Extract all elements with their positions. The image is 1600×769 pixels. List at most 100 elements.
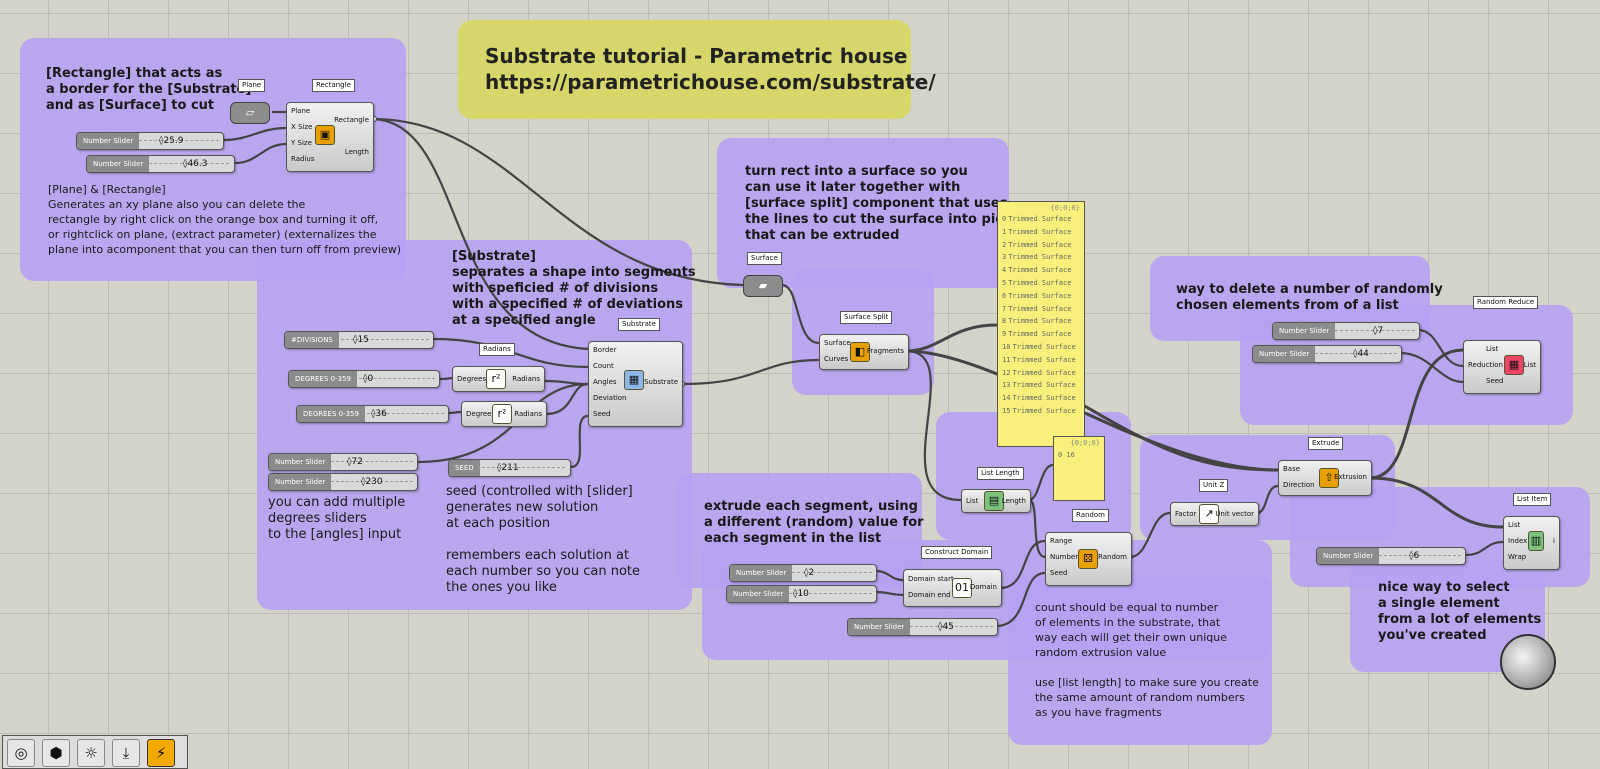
title-line-1: Substrate tutorial - Parametric house (485, 44, 908, 68)
unit-z-component[interactable]: Factor ↗ Unit vector (1170, 502, 1259, 526)
row-index: 3 (1002, 253, 1007, 262)
substrate-input-border[interactable]: Border (593, 346, 617, 354)
slider-degrees-2[interactable]: DEGREES 0-359 ◊36 (296, 405, 449, 423)
length-output[interactable]: Length (1001, 497, 1026, 505)
slider-230[interactable]: Number Slider ◊230 (268, 473, 418, 491)
row-text: Trimmed Surface (1012, 343, 1076, 351)
slider-domain-10[interactable]: Number Slider ◊10 (726, 585, 877, 603)
slider-track (792, 572, 872, 574)
tag-extrude: Extrude (1308, 437, 1344, 450)
random-component[interactable]: Range Number Seed ⚄ Random (1045, 532, 1132, 586)
slider-45[interactable]: Number Slider ◊45 (847, 618, 998, 636)
navigation-wheel-icon[interactable] (1500, 634, 1556, 690)
unitz-input-factor[interactable]: Factor (1175, 510, 1197, 518)
slider-ysize[interactable]: Number Slider ◊46.3 (86, 155, 235, 173)
extrude-output[interactable]: Extrusion (1334, 473, 1367, 481)
substrate-input-seed[interactable]: Seed (593, 410, 611, 418)
listitem-input-index[interactable]: Index (1508, 537, 1528, 545)
extrude-icon: ⇧ (1319, 468, 1339, 488)
slider-track (1315, 353, 1397, 355)
reduce-input-seed[interactable]: Seed (1486, 377, 1504, 385)
row-index: 7 (1002, 304, 1007, 313)
plane-param[interactable]: ▱ (230, 102, 270, 124)
bake-icon[interactable]: ⤓ (112, 739, 140, 767)
surface-split-component[interactable]: Surface Curves ◧ Fragments (819, 334, 909, 370)
slider-index-6[interactable]: Number Slider ◊6 (1316, 547, 1466, 565)
slider-xsize[interactable]: Number Slider ◊25.9 (76, 132, 224, 150)
rect-output-rectangle[interactable]: Rectangle (334, 116, 369, 124)
disc-icon[interactable]: ◎ (7, 739, 35, 767)
row-text: Trimmed Surface (1008, 291, 1072, 300)
reduce-input-list[interactable]: List (1486, 345, 1499, 353)
radians-output[interactable]: Radians (512, 375, 540, 383)
tag-surface-split: Surface Split (840, 311, 893, 324)
domain-output[interactable]: Domain (969, 583, 997, 591)
reduce-output[interactable]: List (1523, 361, 1536, 369)
split-input-surface[interactable]: Surface (824, 339, 851, 347)
extrude-input-direction[interactable]: Direction (1283, 481, 1315, 489)
random-reduce-component[interactable]: List Reduction Seed ▦ List (1463, 340, 1541, 394)
note-extrude: extrude each segment, using a different … (704, 499, 924, 546)
rect-output-length[interactable]: Length (344, 148, 369, 156)
note-substrate: [Substrate] separates a shape into segme… (452, 249, 696, 328)
row-text: Trimmed Surface (1008, 266, 1072, 275)
surface-param[interactable]: ▰ (743, 275, 783, 297)
list-length-component[interactable]: List ▤ Length (961, 489, 1031, 513)
slider-divisions[interactable]: #DIVISIONS ◊15 (284, 331, 434, 349)
reduce-input-reduction[interactable]: Reduction (1468, 361, 1503, 369)
slider-reduce-7[interactable]: Number Slider ◊7 (1272, 322, 1420, 340)
domain-input-end[interactable]: Domain end (908, 591, 951, 599)
box-icon[interactable]: ⬢ (42, 739, 70, 767)
listitem-input-wrap[interactable]: Wrap (1508, 553, 1527, 561)
substrate-input-angles[interactable]: Angles (593, 378, 617, 386)
listitem-output[interactable]: i (1553, 537, 1555, 545)
row-index: 6 (1002, 291, 1007, 300)
length-panel[interactable]: {0;0;0} 0 16 (1053, 436, 1105, 501)
substrate-output[interactable]: Substrate (644, 378, 678, 386)
domain-input-start[interactable]: Domain start (908, 575, 954, 583)
slider-value: ◊25.9 (159, 136, 184, 146)
random-output[interactable]: Random (1098, 553, 1127, 561)
slider-label: #DIVISIONS (285, 332, 339, 348)
slider-value: ◊45 (938, 622, 954, 632)
split-output-fragments[interactable]: Fragments (866, 347, 904, 355)
substrate-input-count[interactable]: Count (593, 362, 614, 370)
extrude-input-base[interactable]: Base (1283, 465, 1301, 473)
construct-domain-component[interactable]: Domain start Domain end 01 Domain (903, 569, 1002, 607)
unitz-output[interactable]: Unit vector (1215, 510, 1254, 518)
slider-72[interactable]: Number Slider ◊72 (268, 453, 418, 471)
random-input-seed[interactable]: Seed (1050, 569, 1068, 577)
preview-icon[interactable]: ⚡ (147, 739, 175, 767)
tag-surface: Surface (747, 252, 782, 265)
slider-domain-2[interactable]: Number Slider ◊2 (729, 564, 877, 582)
split-input-curves[interactable]: Curves (824, 355, 849, 363)
rect-input-xsize[interactable]: X Size (291, 123, 313, 131)
rect-input-ysize[interactable]: Y Size (291, 139, 312, 147)
radians-component-1[interactable]: Degrees r² Radians (452, 366, 545, 392)
row-text: Trimmed Surface (1008, 253, 1072, 262)
radians-component-2[interactable]: Degrees r² Radians (461, 401, 547, 427)
slider-degrees-1[interactable]: DEGREES 0-359 ◊0 (288, 370, 440, 388)
substrate-component[interactable]: Border Count Angles Deviation Seed ▦ Sub… (588, 341, 683, 427)
rect-input-radius[interactable]: Radius (291, 155, 315, 163)
rect-input-plane[interactable]: Plane (291, 107, 311, 115)
radians-output[interactable]: Radians (514, 410, 542, 418)
random-input-number[interactable]: Number (1050, 553, 1079, 561)
length-input-list[interactable]: List (966, 497, 979, 505)
listitem-input-list[interactable]: List (1508, 521, 1521, 529)
sun-icon[interactable]: ☼ (77, 739, 105, 767)
radians-input-degrees[interactable]: Degrees (457, 375, 487, 383)
rectangle-component[interactable]: Plane X Size Y Size Radius ▣ Rectangle L… (286, 102, 374, 172)
substrate-input-deviation[interactable]: Deviation (593, 394, 627, 402)
extrude-component[interactable]: Base Direction ⇧ Extrusion (1278, 460, 1372, 496)
slider-label: Number Slider (269, 474, 332, 490)
surface-split-icon: ◧ (850, 342, 870, 362)
unit-z-icon: ↗ (1199, 504, 1219, 524)
slider-seed[interactable]: SEED ◊211 (448, 459, 571, 477)
random-input-range[interactable]: Range (1050, 537, 1073, 545)
radians-input-degrees[interactable]: Degrees (466, 410, 496, 418)
slider-reduce-44[interactable]: Number Slider ◊44 (1252, 345, 1402, 363)
tag-unit-z: Unit Z (1199, 479, 1229, 492)
list-item-component[interactable]: List Index Wrap ▥ i (1503, 516, 1560, 570)
